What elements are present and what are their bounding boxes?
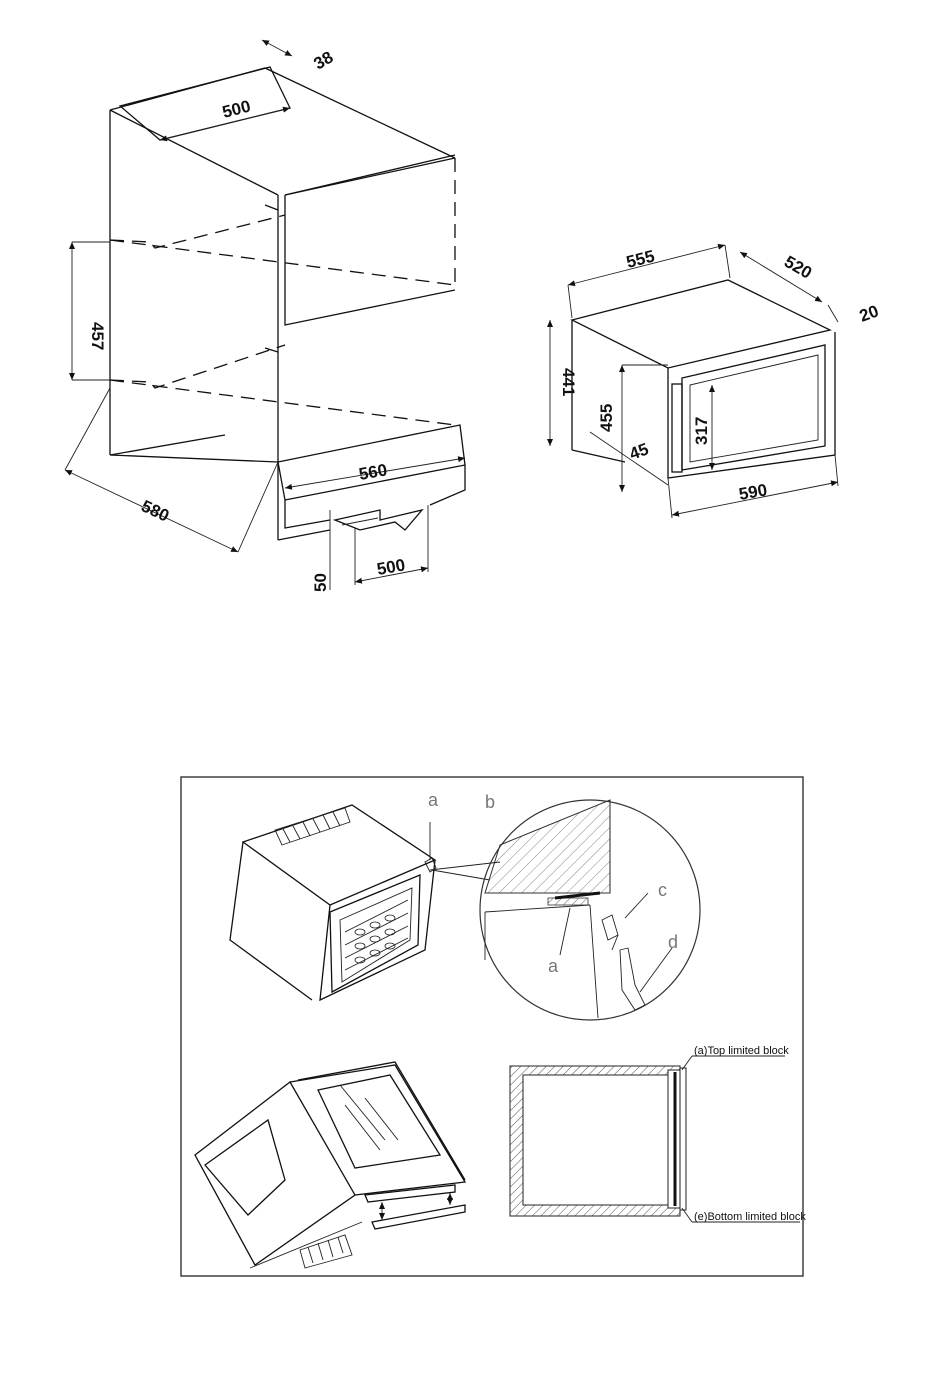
dim-opening-height: 457: [88, 322, 107, 350]
letter-c: c: [658, 880, 667, 900]
letter-a-bottom: a: [548, 956, 559, 976]
label-bottom-limited-block: (e)Bottom limited block: [694, 1211, 806, 1223]
letter-a-top: a: [428, 790, 439, 810]
detail-circle: [430, 800, 700, 1020]
unit-drawing: 555 520 20 441 455 45 317 590: [550, 245, 881, 518]
dim-depth: 580: [138, 496, 172, 525]
dim-unit-height: 441: [559, 368, 578, 396]
dim-base-height: 50: [311, 573, 330, 592]
label-top-limited-block: (a)Top limited block: [694, 1045, 789, 1057]
cabinet-drawing: 38 500 457 580 560 500 50: [65, 40, 465, 592]
appliance-iso-top: [230, 805, 490, 1000]
dim-gap: 45: [627, 439, 651, 463]
section-view: [510, 1056, 800, 1222]
dim-top-depth: 38: [311, 48, 337, 74]
dim-unit-depth: 520: [781, 252, 815, 283]
appliance-iso-bottom: [195, 1062, 465, 1268]
dim-door-height: 455: [597, 404, 616, 432]
installation-panel-frame: [181, 777, 803, 1276]
dim-door-offset: 20: [857, 301, 881, 325]
letter-d: d: [668, 932, 678, 952]
dim-unit-width: 555: [624, 247, 656, 272]
dim-door-width: 590: [737, 480, 768, 504]
dim-handle-height: 317: [692, 417, 711, 445]
letter-b: b: [485, 792, 495, 812]
dim-base-width: 500: [375, 555, 406, 579]
